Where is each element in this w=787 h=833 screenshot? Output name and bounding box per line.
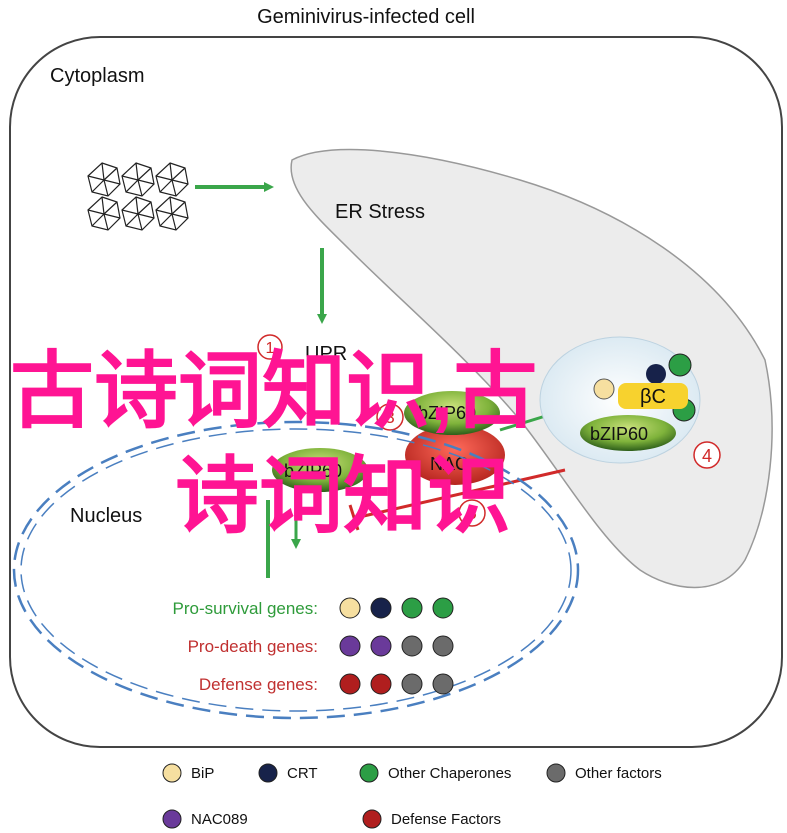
inhibition-line bbox=[354, 468, 566, 520]
gene-dot-other-factors bbox=[401, 635, 423, 657]
gene-dot-nac089 bbox=[370, 635, 392, 657]
step-3-badge bbox=[376, 403, 404, 431]
er-membrane bbox=[290, 148, 773, 589]
upr-label: UPR bbox=[305, 343, 347, 365]
step-3-label: 3 bbox=[385, 408, 394, 427]
cluster-bip-dot bbox=[593, 378, 615, 400]
gene-dot-nac089 bbox=[339, 635, 361, 657]
step-1-label: 1 bbox=[266, 340, 275, 357]
gene-dot-other-factors bbox=[432, 673, 454, 695]
gene-dot-defense-factors bbox=[370, 673, 392, 695]
legend-swatch-nac089 bbox=[162, 809, 182, 829]
gene-dot-other-chaperones bbox=[401, 597, 423, 619]
gene-dot-bip bbox=[339, 597, 361, 619]
step-5-label: 5 bbox=[467, 504, 476, 523]
step-4-label: 4 bbox=[702, 446, 712, 466]
legend-label-other-factors: Other factors bbox=[575, 765, 662, 782]
bzip60-center-label: bZIP60 bbox=[418, 403, 476, 423]
gene-group-label: Pro-death genes: bbox=[188, 637, 318, 656]
gene-group-label: Defense genes: bbox=[199, 675, 318, 694]
bzip60-right-blob bbox=[580, 415, 676, 451]
legend-label-crt: CRT bbox=[287, 765, 318, 782]
bzip60-nucleus-blob bbox=[272, 448, 368, 492]
cluster-green-dot-top bbox=[668, 353, 692, 377]
nucleus-envelope-inner bbox=[20, 428, 572, 712]
watermark-line-2: 诗词知识 bbox=[175, 449, 511, 543]
step-5-badge bbox=[458, 499, 486, 527]
figure-title: Geminivirus-infected cell bbox=[257, 6, 475, 28]
step-4-badge bbox=[693, 441, 721, 469]
legend-label-other-chaperones: Other Chaperones bbox=[388, 765, 511, 782]
watermark-line-1: 古诗词知识,古 bbox=[10, 344, 537, 438]
virus-particles-icon bbox=[87, 162, 189, 231]
legend-swatch-crt bbox=[258, 763, 278, 783]
bzip60-right-label: bZIP60 bbox=[590, 424, 648, 444]
inhibition-bar bbox=[348, 504, 360, 531]
gene-dot-crt bbox=[370, 597, 392, 619]
cluster-navy-dot bbox=[646, 364, 666, 384]
nucleus-label: Nucleus bbox=[70, 505, 142, 527]
bzip60-center-blob bbox=[404, 391, 500, 435]
nac-label: NAC bbox=[430, 454, 468, 474]
gene-dot-defense-factors bbox=[339, 673, 361, 695]
legend-swatch-other-chaperones bbox=[359, 763, 379, 783]
legend-swatch-other-factors bbox=[546, 763, 566, 783]
gene-groups: Pro-survival genes: Pro-death genes: Defen… bbox=[172, 597, 454, 695]
legend-swatch-defense-factors bbox=[362, 809, 382, 829]
step-1-badge bbox=[257, 334, 283, 360]
legend-label-bip: BiP bbox=[191, 765, 214, 782]
legend: BiP CRT Other Chaperones Other factorsNAC08… bbox=[162, 763, 662, 829]
betac-box bbox=[618, 383, 688, 409]
legend-label-nac089: NAC089 bbox=[191, 811, 248, 828]
gene-dot-other-factors bbox=[432, 635, 454, 657]
cytoplasm-label: Cytoplasm bbox=[50, 65, 144, 87]
betac-label: βC bbox=[640, 386, 666, 408]
er-stress-label: ER Stress bbox=[335, 201, 425, 223]
gene-group-label: Pro-survival genes: bbox=[172, 599, 318, 618]
gene-dot-other-chaperones bbox=[432, 597, 454, 619]
legend-swatch-bip bbox=[162, 763, 182, 783]
gene-dot-other-factors bbox=[401, 673, 423, 695]
nucleus-envelope-outer bbox=[12, 420, 580, 720]
legend-label-defense-factors: Defense Factors bbox=[391, 811, 501, 828]
bzip60-nucleus-label: bZIP60 bbox=[284, 461, 342, 481]
